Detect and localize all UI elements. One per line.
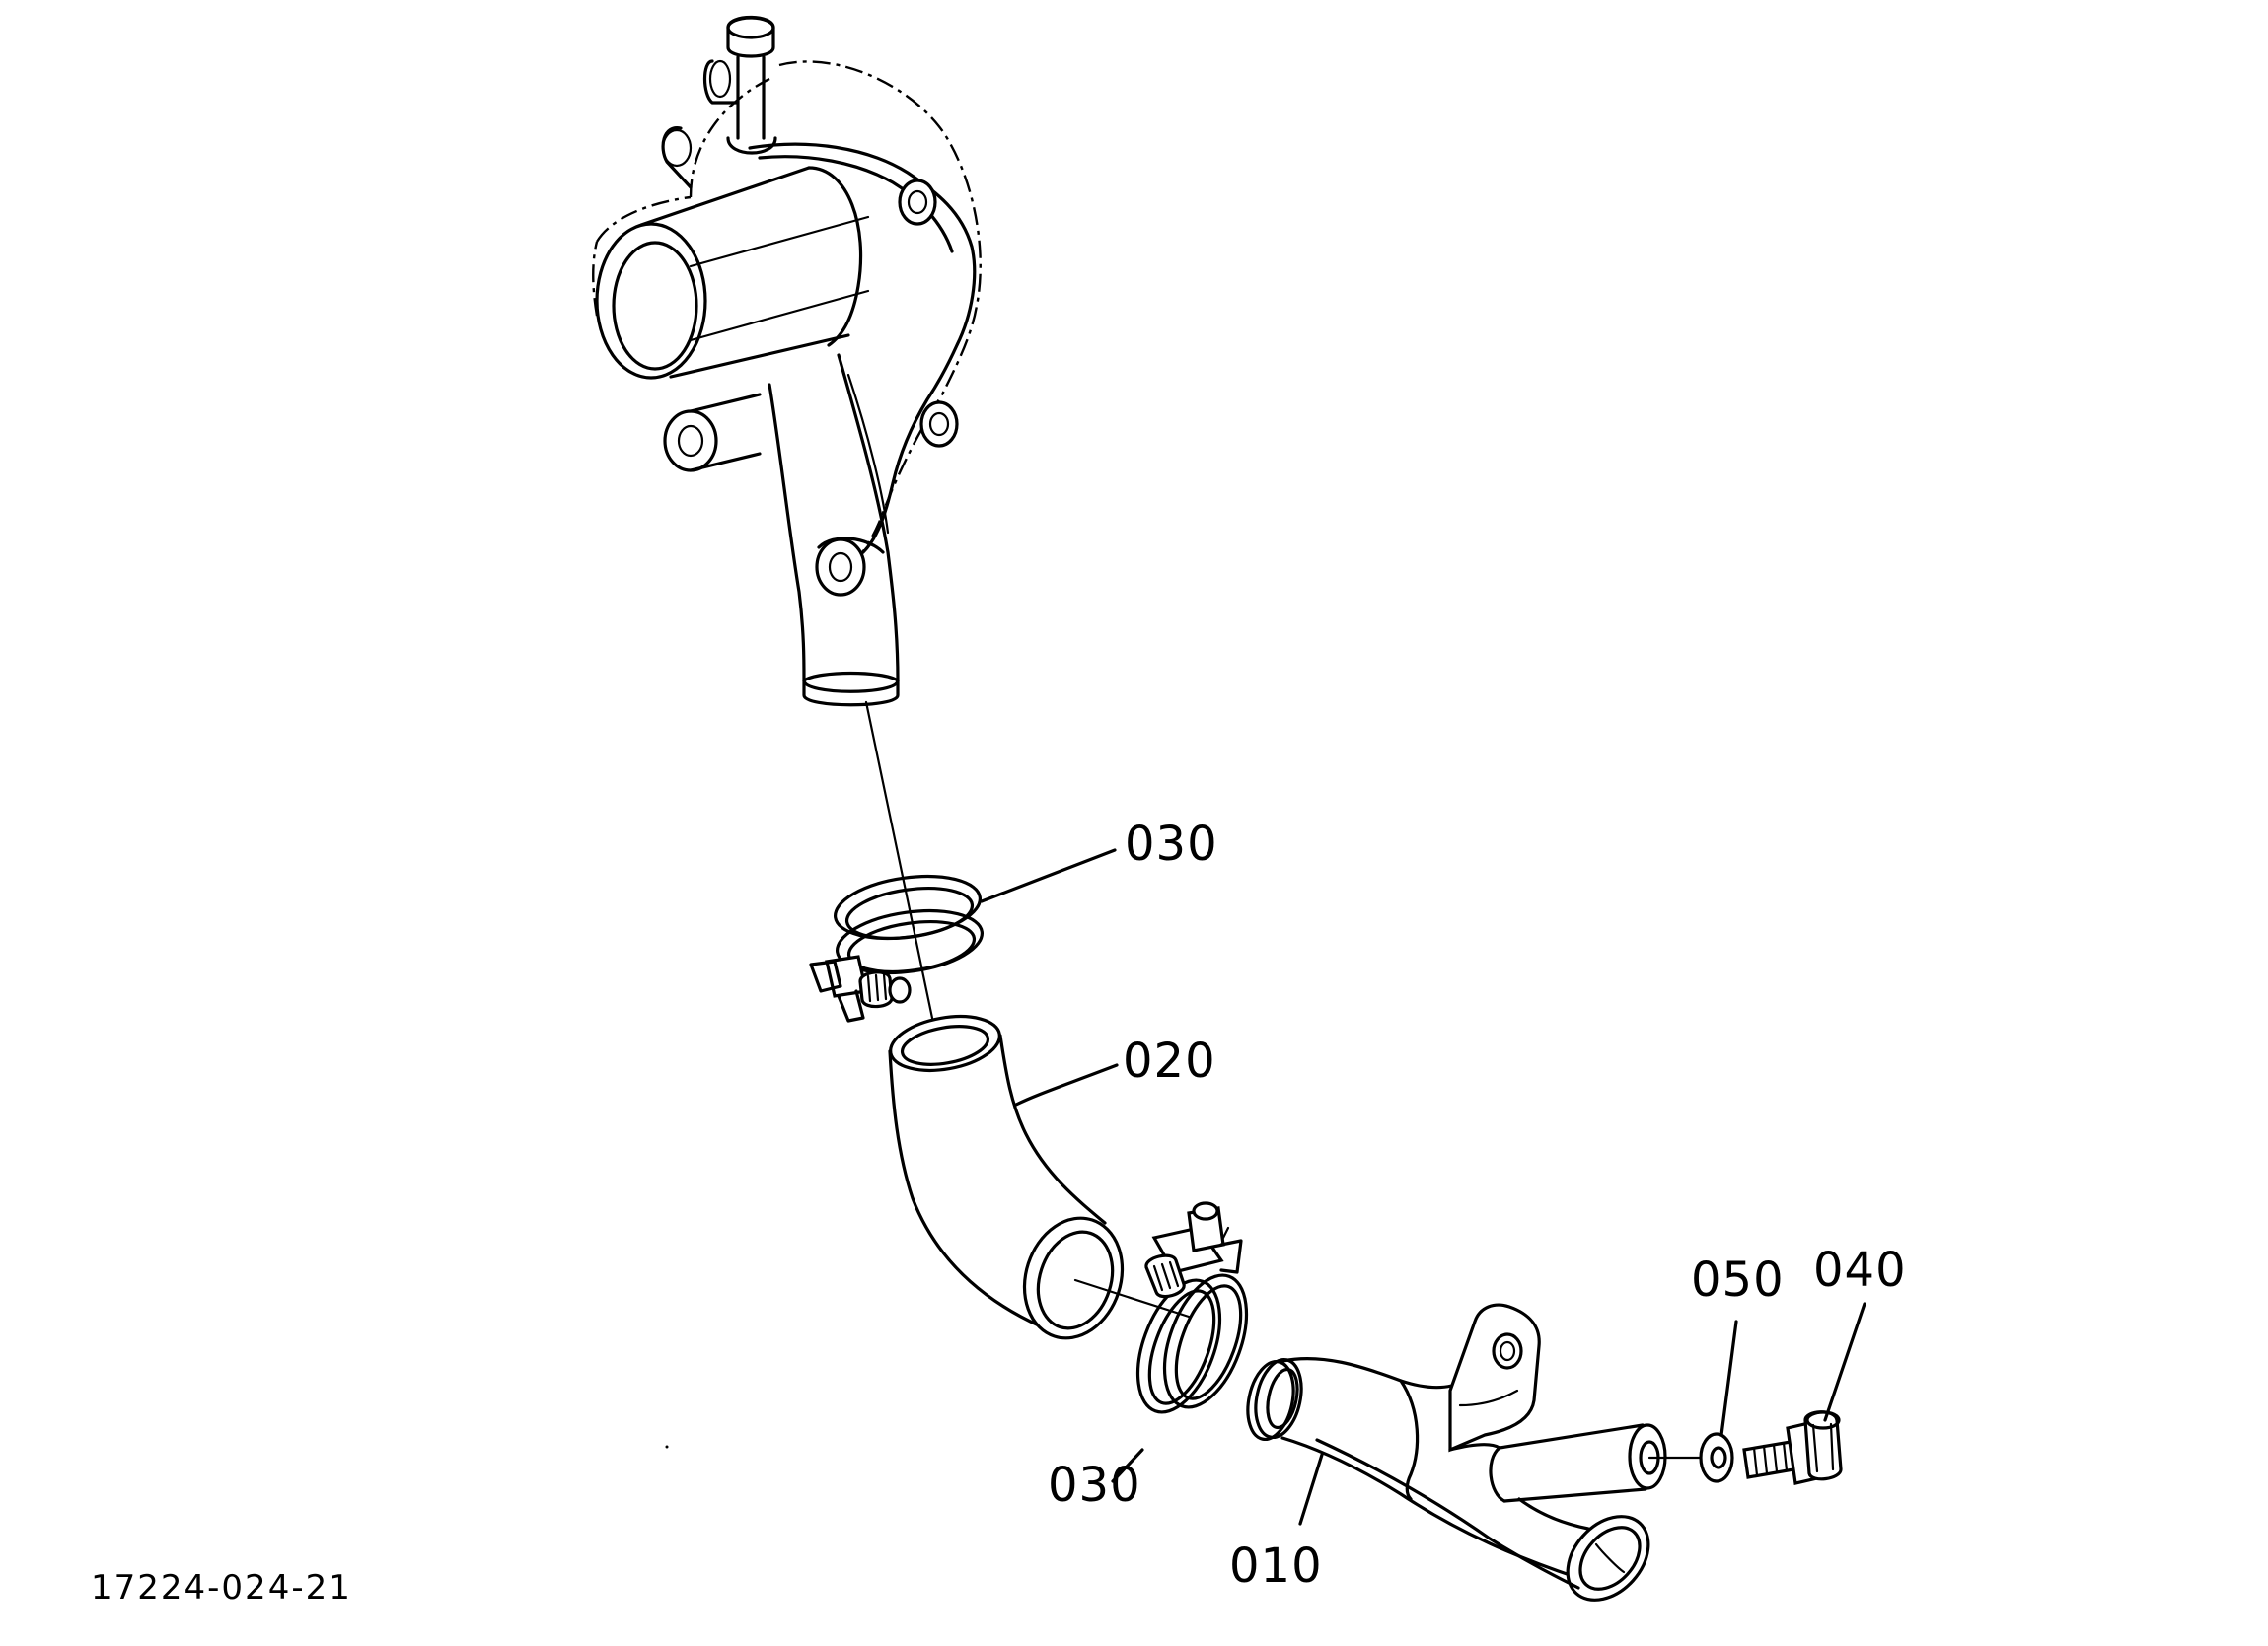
hose[interactable]	[886, 1009, 1191, 1351]
drain-plug[interactable]	[1742, 1410, 1843, 1485]
leader-040	[1823, 1302, 1866, 1422]
figure-id: 17224-024-21	[91, 1568, 352, 1608]
label-010[interactable]: 010	[1229, 1539, 1323, 1594]
leader-010	[1298, 1453, 1324, 1526]
assembly-axis-line	[864, 700, 944, 1067]
stray-dot	[665, 1445, 669, 1449]
label-020[interactable]: 020	[1123, 1034, 1216, 1089]
label-040[interactable]: 040	[1813, 1243, 1907, 1298]
label-030-upper[interactable]: 030	[1125, 817, 1218, 872]
hose-clamp-lower[interactable]	[1122, 1201, 1263, 1423]
leader-050	[1719, 1320, 1738, 1437]
leader-030-upper	[980, 848, 1117, 903]
leader-020	[1014, 1063, 1119, 1107]
gasket[interactable]	[1699, 1432, 1734, 1483]
leader-lines	[980, 848, 1866, 1526]
water-pump-assembly	[592, 16, 982, 707]
hose-clamp-upper[interactable]	[809, 868, 986, 1023]
label-030-lower[interactable]: 030	[1048, 1458, 1141, 1513]
leader-030-lower	[1111, 1448, 1144, 1483]
label-050[interactable]: 050	[1691, 1252, 1785, 1308]
water-pipe[interactable]	[1241, 1303, 1714, 1615]
